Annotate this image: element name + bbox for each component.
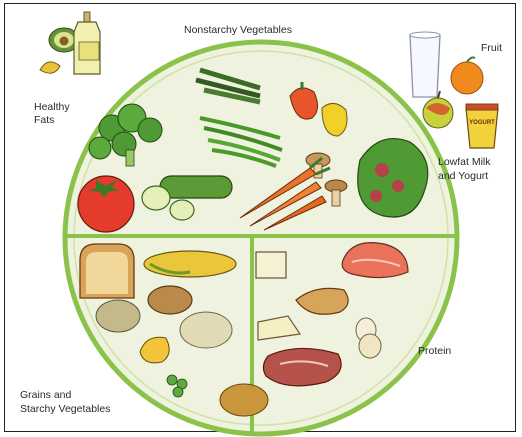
salad-leaves-icon (358, 139, 428, 217)
avocado-icon (40, 28, 79, 73)
label-lowfat-milk-line2: and Yogurt (438, 170, 488, 183)
oil-bottle-icon (74, 12, 100, 74)
yogurt-cup-text: YOGURT (469, 120, 495, 126)
label-nonstarchy-vegetables: Nonstarchy Vegetables (184, 24, 292, 37)
tofu-icon (256, 252, 286, 278)
label-healthy-fats-line2: Fats (34, 114, 54, 127)
label-healthy-fats-line1: Healthy (34, 101, 70, 114)
potato-icon (148, 286, 192, 314)
label-fruit: Fruit (481, 42, 502, 55)
label-lowfat-milk-line1: Lowfat Milk (438, 156, 491, 169)
tomato-icon (78, 176, 134, 232)
label-grains-line1: Grains and (20, 389, 71, 402)
lentils-icon (220, 384, 268, 416)
milk-glass-icon (410, 32, 440, 97)
orange-icon (451, 58, 483, 95)
label-grains-line2: Starchy Vegetables (20, 403, 110, 416)
bread-slice-icon (80, 244, 134, 298)
yogurt-cup-icon: YOGURT (466, 104, 498, 148)
corn-icon (144, 251, 236, 277)
label-protein: Protein (418, 345, 451, 358)
steak-icon (263, 348, 341, 385)
